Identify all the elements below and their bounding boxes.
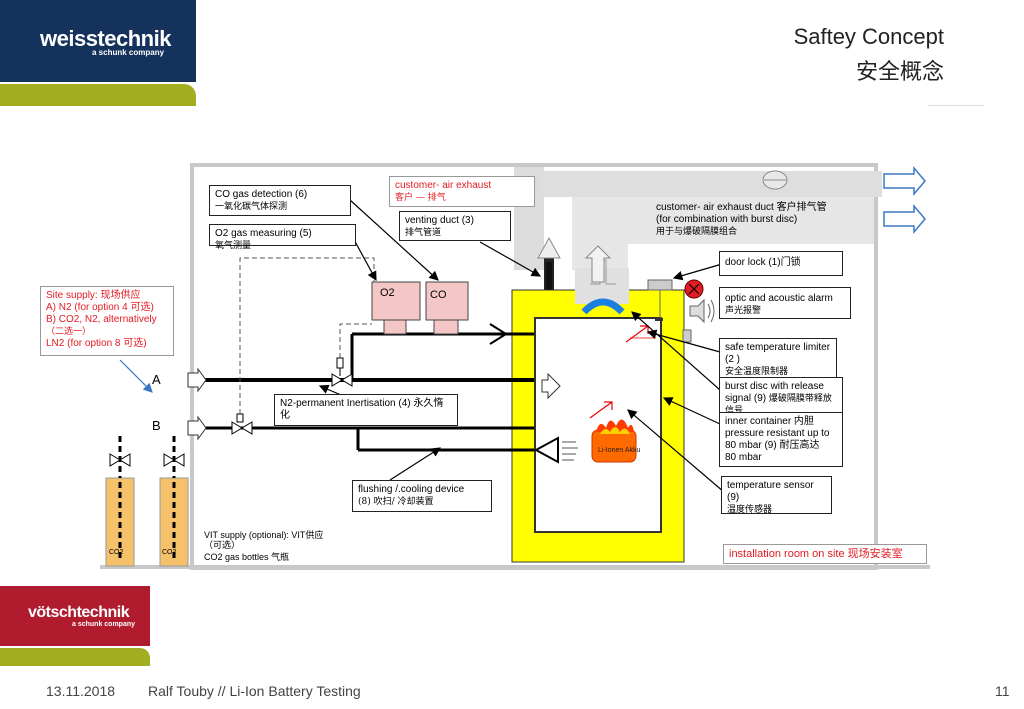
callout-text: venting duct (3) (405, 215, 474, 226)
callout-text: B) CO2, N2, alternatively (46, 314, 157, 325)
footer-author: Ralf Touby // Li-Ion Battery Testing (148, 683, 361, 699)
flushing-callout: flushing /.cooling device (8) 吹扫/ 冷却装置 (352, 480, 492, 512)
callout-text: 80 mbar (725, 452, 762, 463)
site-supply-callout: Site supply: 现场供应 A) N2 (for option 4 可选… (40, 286, 174, 356)
exhaust-duct-callout: customer- air exhaust duct 客户排气管 (for co… (656, 202, 876, 238)
callout-text: customer- air exhaust duct 客户排气管 (656, 202, 827, 213)
callout-text: O2 gas measuring (5) (215, 228, 312, 239)
callout-text-cn: 温度传感器 (727, 505, 773, 515)
logo-text: weisstechnik (40, 26, 171, 51)
slide-title-cn: 安全概念 (855, 59, 944, 84)
supply-label-b: B (152, 418, 161, 433)
callout-text: pressure resistant up to (725, 428, 830, 439)
page-number: 11 (995, 683, 1010, 699)
callout-text-cn: 排气管道 (405, 228, 442, 238)
callout-text-cn: 用于与爆破隔膜组合 (656, 227, 738, 237)
callout-text: safe temperature limiter (2 ) (725, 342, 831, 365)
inner-container-callout: inner container 内胆 pressure resistant up… (719, 412, 843, 467)
callout-text: 80 mbar (9) 耐压高达 (725, 440, 820, 451)
test-chamber: Li-Ionen Akku (511, 245, 692, 563)
callout-text: A) N2 (for option 4 可选) (46, 302, 154, 313)
olive-bar-top (0, 84, 196, 106)
temp-sensor-callout: temperature sensor (9) 温度传感器 (721, 476, 832, 515)
installation-room-callout: installation room on site 现场安装室 (723, 544, 927, 564)
slide-title: Saftey Concept (793, 24, 944, 49)
burst-disc-callout: burst disc with release signal (9) 爆破隔膜带… (719, 377, 843, 413)
battery-label: Li-Ionen Akku (598, 447, 641, 454)
callout-text: burst disc with release signal (9) (725, 381, 824, 404)
callout-text: CO2 gas bottles 气瓶 (204, 552, 290, 562)
callout-text-cn: 声光报警 (725, 306, 762, 316)
supply-label-a: A (152, 372, 161, 387)
olive-bar-bottom (0, 648, 150, 666)
vit-supply-callout: VIT supply (optional): VIT供应 （可选） CO2 ga… (204, 530, 364, 563)
callout-text-cn: 安全温度限制器 (725, 367, 789, 377)
n2-inertisation-callout: N2-permanent Inertisation (4) 永久惰化 (274, 394, 458, 426)
voetschtechnik-logo: vötschtechnik a schunk company (0, 586, 150, 646)
callout-text: temperature sensor (9) (727, 480, 814, 503)
callout-text-cn: （可选） (204, 541, 241, 551)
callout-text: inner container 内胆 (725, 416, 814, 427)
installation-room-outline (100, 163, 930, 570)
door-lock-callout: door lock (1)门锁 (719, 251, 843, 276)
bottle-label: CO2 (109, 549, 124, 556)
callout-text: (for combination with burst disc) (656, 214, 798, 225)
callout-text-cn: （二选一） (46, 327, 92, 337)
callout-text: optic and acoustic alarm (725, 293, 833, 304)
bottle-label: CO2 (162, 549, 177, 556)
callout-text: customer- air exhaust (395, 180, 492, 191)
callout-text-cn: 客户 — 排气 (395, 193, 446, 203)
callout-text: flushing /.cooling device (358, 484, 465, 495)
footer-date: 13.11.2018 (46, 683, 116, 699)
logo-subtext: a schunk company (92, 48, 165, 57)
callout-text-cn: 爆破隔膜带释放信号 (725, 394, 832, 413)
o2-measuring-callout: O2 gas measuring (5) 氧气测量 (209, 224, 356, 251)
title-divider (928, 105, 984, 106)
safe-temp-callout: safe temperature limiter (2 ) 安全温度限制器 (719, 338, 837, 378)
callout-text: Site supply: 现场供应 (46, 290, 141, 301)
venting-duct (537, 236, 561, 298)
logo-text: vötschtechnik (28, 604, 130, 621)
callout-text-cn: (8) 吹扫/ 冷却装置 (358, 497, 434, 507)
co-sensor-label: CO (430, 289, 447, 301)
callout-text: door lock (1)门锁 (725, 257, 801, 268)
co2-bottles: CO2 CO2 (105, 436, 189, 567)
weisstechnik-logo: weisstechnik a schunk company (0, 0, 196, 82)
callout-text: CO gas detection (6) (215, 189, 308, 200)
gas-sensors: O2 CO (371, 281, 469, 335)
logo-subtext: a schunk company (72, 621, 136, 628)
callout-text: LN2 (for option 8 可选) (46, 338, 147, 349)
co-detection-callout: CO gas detection (6) 一氧化碳气体探测 (209, 185, 351, 216)
callout-text: VIT supply (optional): VIT供应 (204, 530, 324, 540)
callout-text-cn: 一氧化碳气体探测 (215, 202, 288, 212)
alarm-icon (684, 279, 715, 324)
venting-duct-callout: venting duct (3) 排气管道 (399, 211, 511, 241)
alarm-callout: optic and acoustic alarm 声光报警 (719, 287, 851, 319)
gas-lines (187, 257, 534, 452)
o2-sensor-label: O2 (380, 287, 395, 299)
callout-text-cn: 氧气测量 (215, 241, 252, 251)
customer-exhaust-callout: customer- air exhaust 客户 — 排气 (389, 176, 535, 207)
